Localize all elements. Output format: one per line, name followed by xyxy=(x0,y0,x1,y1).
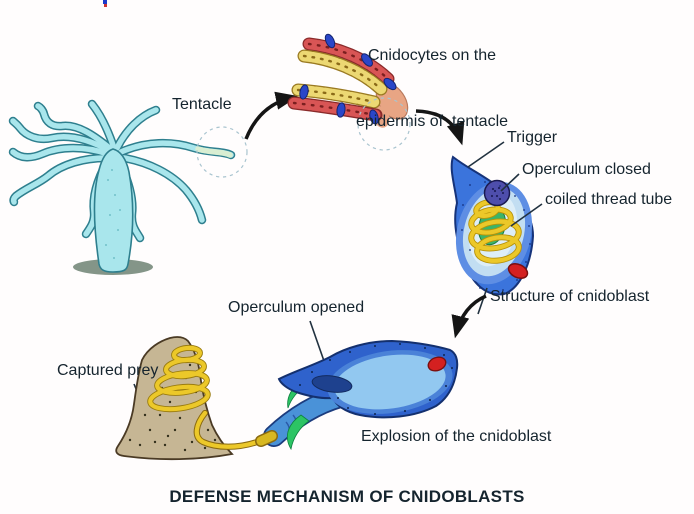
cnidoblast-stipple xyxy=(461,181,531,291)
arrow-cnidocytes-to-structure xyxy=(415,109,465,146)
exploded-cell-inner xyxy=(334,354,446,410)
hydra-illustration xyxy=(13,104,248,275)
arrow-tentacle-to-cnidocytes xyxy=(244,91,299,140)
cnidocyte-band xyxy=(294,33,411,151)
operculum-closed-label: Operculum closed xyxy=(522,161,651,178)
structure-of-cnidoblast-label: Structure of cnidoblast xyxy=(490,288,650,305)
cnidocyte-tip-highlight-circle xyxy=(357,97,411,151)
exploded-cell-nucleus xyxy=(427,356,447,372)
cnidocytes-caption-line1: Cnidocytes on the xyxy=(367,47,497,64)
exploded-cnidoblast xyxy=(255,339,459,451)
tube-yellow-tip-fill xyxy=(256,431,277,446)
ejected-thread-fill xyxy=(194,410,263,449)
ejected-tube xyxy=(264,387,350,446)
hydra-body-stipple xyxy=(105,169,121,259)
structure-pointer-line xyxy=(477,287,488,315)
barb-lower xyxy=(287,414,310,451)
top-edge-artifact xyxy=(103,0,107,7)
cnidocytes-caption: Cnidocytes on the epidermis of tentacle xyxy=(330,1,534,177)
tentacle-tip-highlight-circle xyxy=(196,126,248,178)
thread-coils-around-prey xyxy=(147,344,211,413)
arrow-structure-to-explosion xyxy=(451,294,487,339)
trigger-pointer-line xyxy=(467,141,505,168)
operculum-opened-label: Operculum opened xyxy=(228,299,365,316)
coiled-thread-pointer-line xyxy=(510,203,543,227)
captured-prey-graphic xyxy=(115,336,264,461)
operculum-closed-graphic xyxy=(483,179,511,207)
operculum-opened-graphic xyxy=(311,375,353,393)
trigger-label: Trigger xyxy=(507,129,558,146)
cnidoblast-nucleus xyxy=(507,262,529,280)
exploded-cell-stipple xyxy=(299,343,453,415)
operculum-closed-pointer-line xyxy=(500,173,520,192)
tentacle-label: Tentacle xyxy=(172,96,232,113)
captured-prey-label: Captured prey xyxy=(57,362,159,379)
cnidoblast-structure xyxy=(450,155,535,296)
diagram-title: DEFENSE MECHANISM OF CNIDOBLASTS xyxy=(169,487,525,506)
cnidocytes-caption-line2: epidermis of tentacle xyxy=(355,113,509,130)
tentacle-pale-tip xyxy=(195,146,233,158)
hydra-body xyxy=(93,148,134,273)
operculum-dots xyxy=(490,186,505,201)
coiled-thread-tube-label: coiled thread tube xyxy=(545,191,673,208)
embedded-cnidocytes xyxy=(299,33,397,125)
explosion-label: Explosion of the cnidoblast xyxy=(361,428,552,445)
